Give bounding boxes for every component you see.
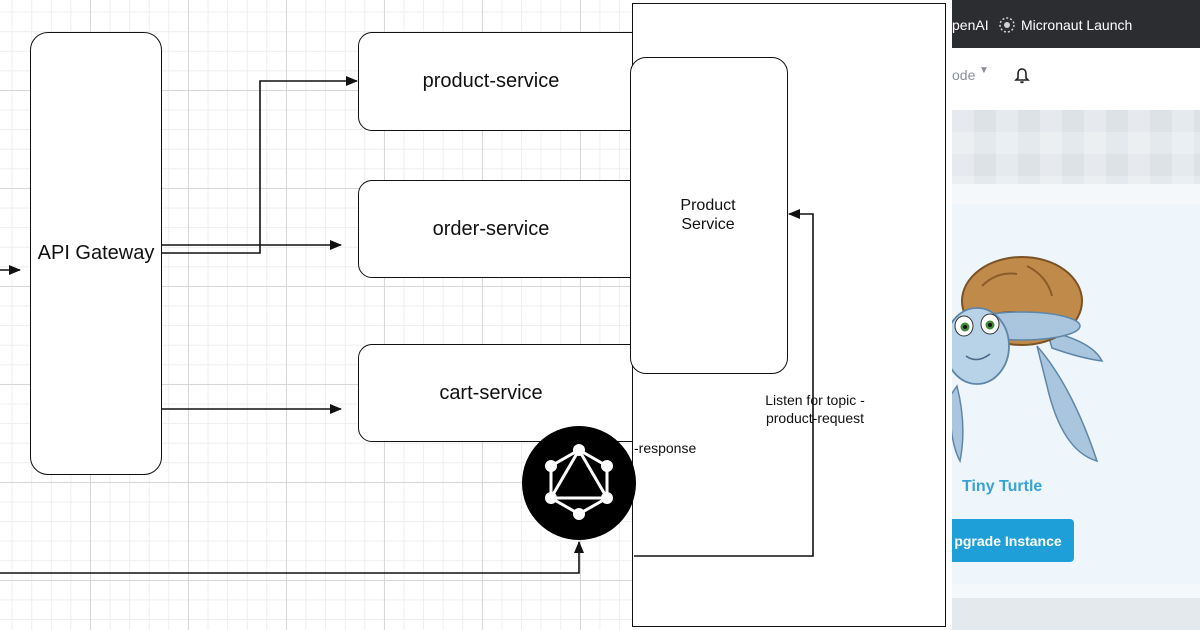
micronaut-icon bbox=[998, 16, 1016, 34]
listen-topic-label: Listen for topic - product-request bbox=[765, 392, 865, 426]
bookmarks-bar: penAI Micronaut Launch bbox=[952, 0, 1200, 48]
product-service-node: product-service bbox=[358, 32, 658, 131]
pattern-banner bbox=[952, 110, 1200, 184]
right-browser-panel: penAI Micronaut Launch ode ▼ bbox=[952, 0, 1200, 630]
bookmark-openai[interactable]: penAI bbox=[952, 17, 989, 33]
mode-dropdown[interactable]: ode bbox=[952, 67, 976, 83]
footer-banner bbox=[952, 598, 1200, 630]
turtle-illustration bbox=[952, 236, 1112, 466]
cart-service-node: cart-service bbox=[358, 344, 658, 442]
graphql-icon bbox=[522, 426, 636, 540]
bell-icon[interactable] bbox=[1014, 67, 1030, 85]
chevron-down-icon: ▼ bbox=[979, 65, 989, 76]
cart-service-label: cart-service bbox=[439, 381, 543, 404]
order-service-label: order-service bbox=[432, 217, 550, 240]
order-service-node: order-service bbox=[358, 180, 658, 278]
api-gateway-node: API Gateway bbox=[30, 32, 162, 475]
api-gateway-label: API Gateway bbox=[37, 242, 155, 264]
response-topic-label: -response bbox=[634, 440, 697, 456]
plan-title: Tiny Turtle bbox=[962, 478, 1043, 495]
product-service-block-label: Product Service bbox=[680, 197, 736, 233]
bookmark-micronaut-launch[interactable]: Micronaut Launch bbox=[1021, 17, 1133, 33]
upgrade-instance-button[interactable]: pgrade Instance bbox=[952, 519, 1074, 562]
product-service-label: product-service bbox=[422, 70, 560, 92]
app-navbar: ode ▼ bbox=[952, 48, 1200, 110]
